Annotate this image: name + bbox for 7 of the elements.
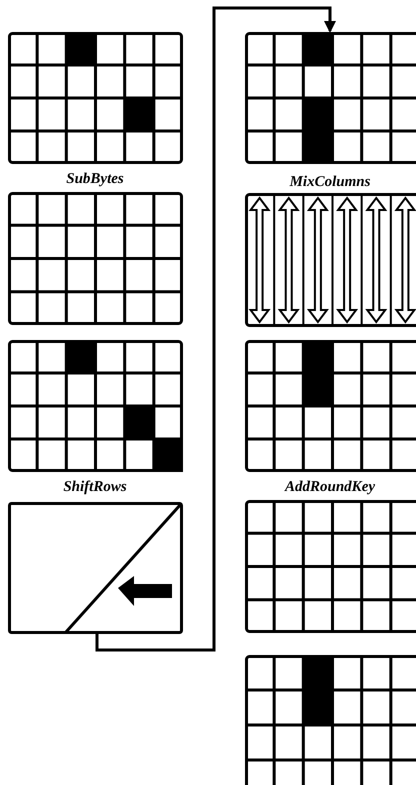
split-box <box>8 502 183 634</box>
step-label: SubBytes <box>66 171 124 188</box>
step-label: ShiftRows <box>63 479 127 496</box>
connector-arrow <box>96 6 336 652</box>
step-label: MixColumns <box>290 174 370 191</box>
step-label: AddRoundKey <box>285 479 375 496</box>
grid-drawing <box>245 32 416 164</box>
